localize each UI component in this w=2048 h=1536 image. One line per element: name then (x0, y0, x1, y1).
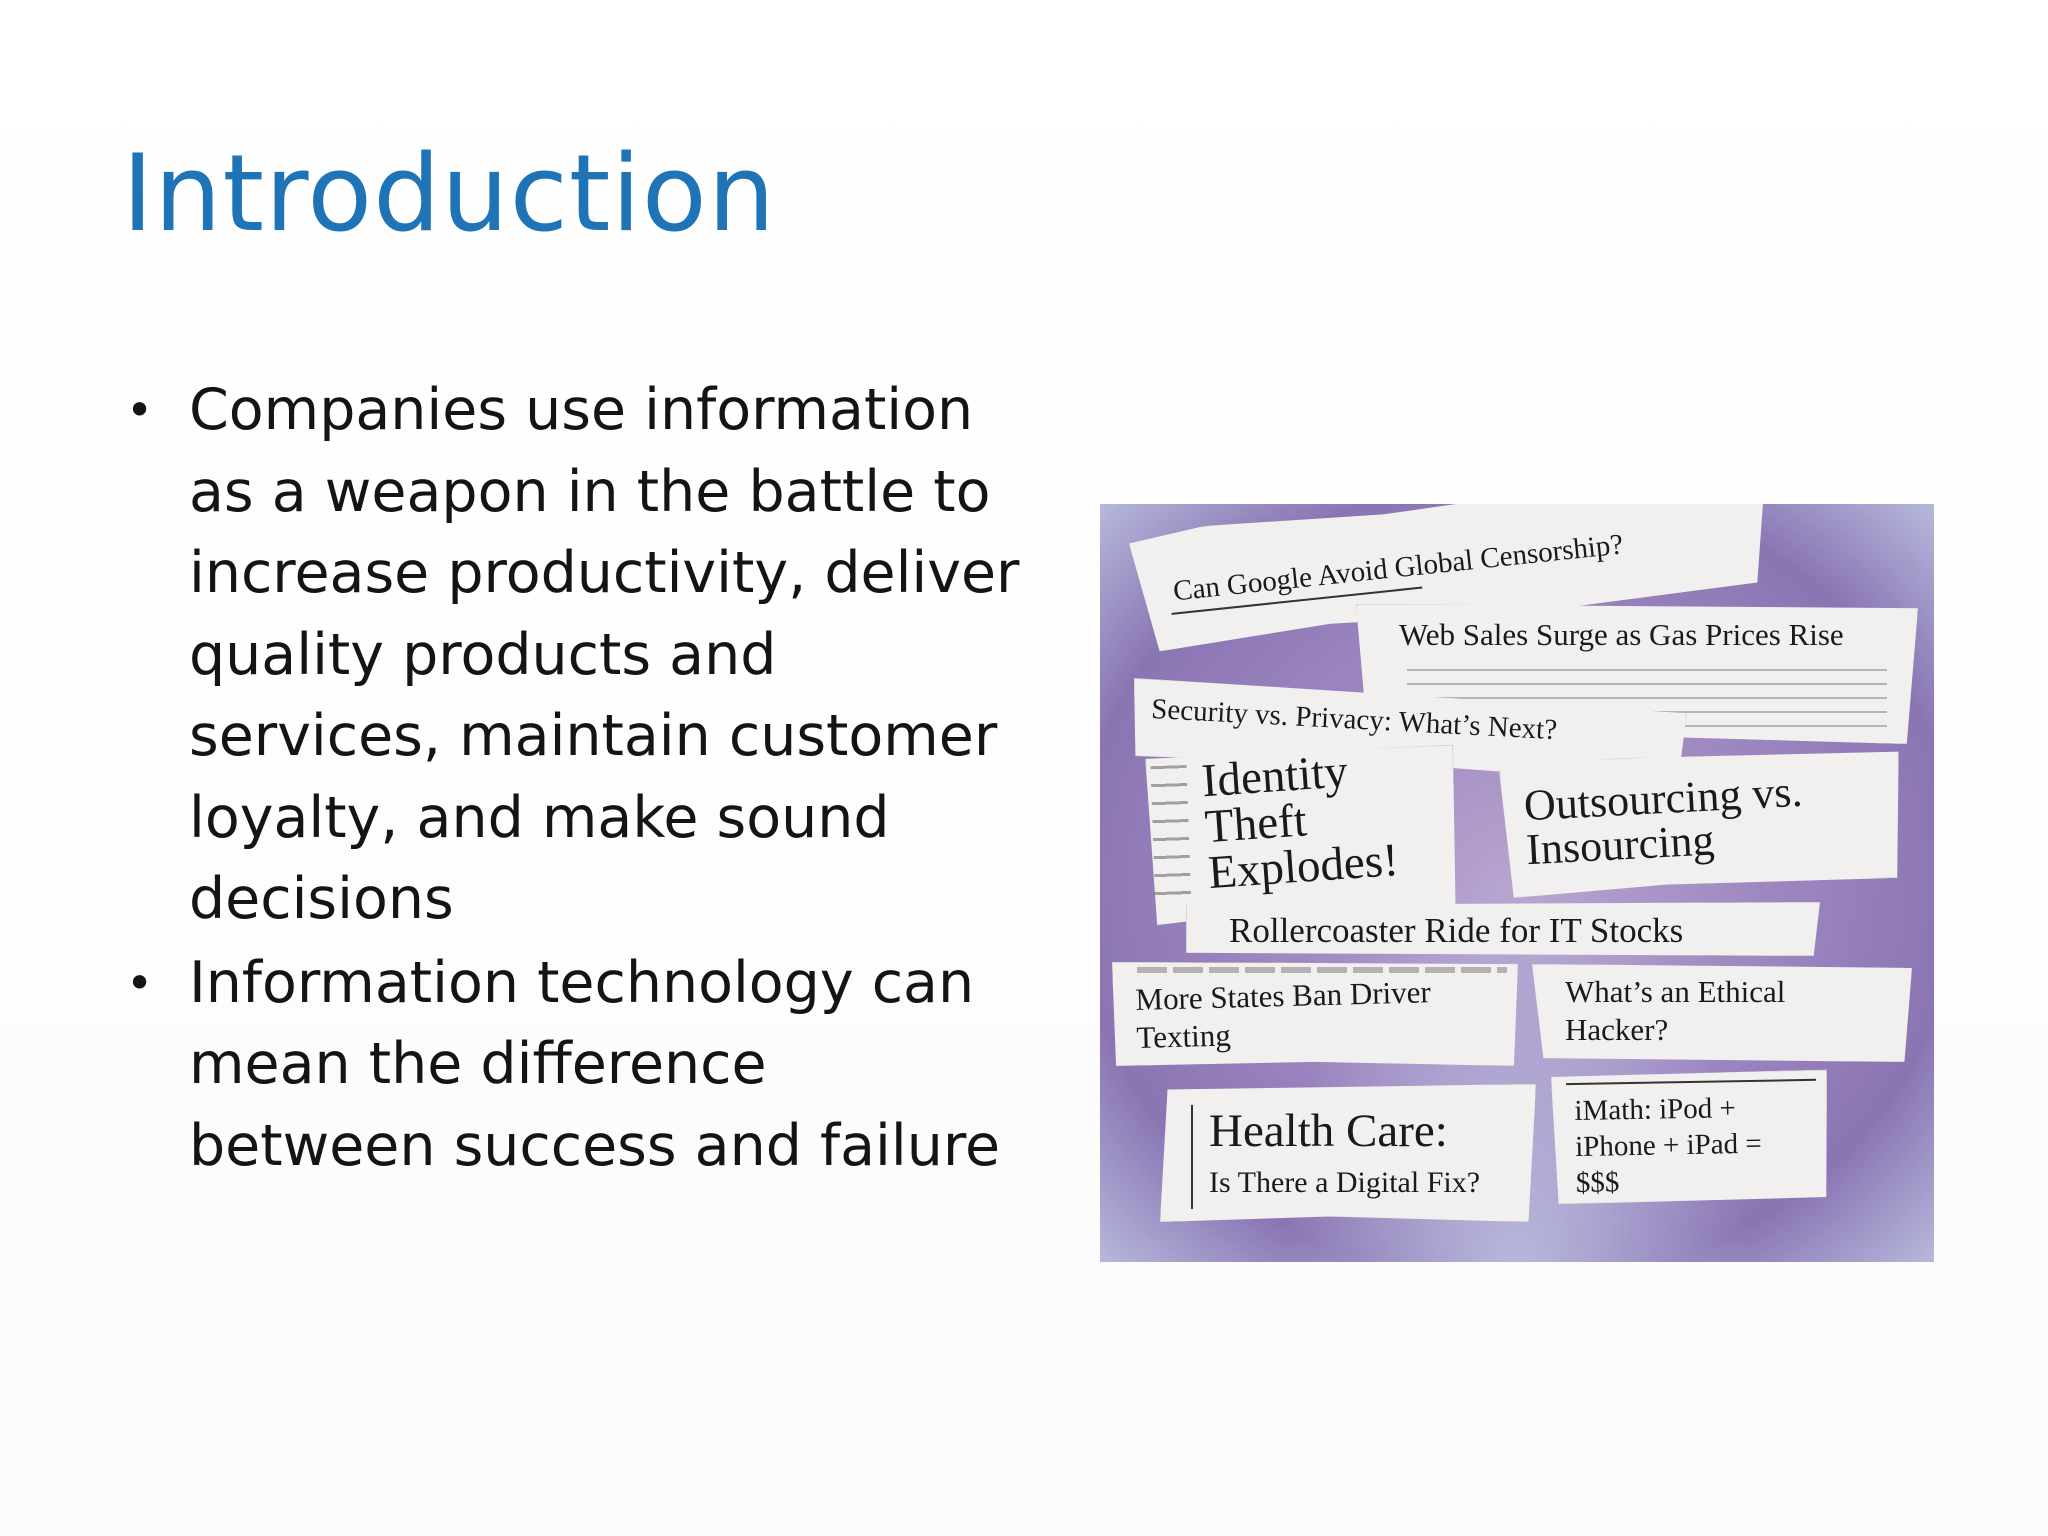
headline-clipping-hacker: What’s an Ethical Hacker? (1532, 964, 1912, 1062)
headline-text: Web Sales Surge as Gas Prices Rise (1399, 617, 1844, 652)
headline-clipping-texting: More States Ban Driver Texting (1112, 962, 1518, 1066)
headline-clipping-imath: iMath: iPod + iPhone + iPad = $$$ (1551, 1070, 1829, 1205)
small-print-lines (1137, 967, 1507, 973)
bullet-marker: • (126, 955, 154, 1010)
bullet-marker: • (126, 383, 154, 437)
small-print-lines (1151, 765, 1192, 906)
bullet-item: • Information technology can mean the di… (122, 943, 1022, 1188)
headline-clipping-health: Health Care: Is There a Digital Fix? (1160, 1084, 1536, 1222)
bullet-text: Companies use information as a weapon in… (189, 377, 1020, 932)
headline-text: Security vs. Privacy: What’s Next? (1150, 692, 1558, 747)
headline-text: iMath: iPod + iPhone + iPad = $$$ (1574, 1092, 1762, 1199)
headline-title: Health Care: (1209, 1105, 1448, 1157)
headline-text: Can Google Avoid Global Censorship? (1171, 528, 1625, 608)
headline-collage-image: Can Google Avoid Global Censorship? Web … (1100, 504, 1934, 1262)
headline-underline (1566, 1079, 1816, 1085)
headline-clipping-rollercoaster: Rollercoaster Ride for IT Stocks (1186, 902, 1820, 956)
bullet-item: • Companies use information as a weapon … (122, 370, 1022, 941)
headline-text: More States Ban Driver Texting (1135, 974, 1432, 1055)
headline-text: What’s an Ethical Hacker? (1565, 974, 1786, 1047)
headline-divider (1191, 1105, 1193, 1209)
bullet-list: • Companies use information as a weapon … (122, 370, 1022, 1189)
headline-clipping-identity: Identity Theft Explodes! (1145, 745, 1459, 926)
headline-text: Outsourcing vs. Insourcing (1522, 766, 1804, 875)
headline-text: Identity Theft Explodes! (1200, 745, 1401, 900)
slide-title: Introduction (122, 132, 776, 255)
headline-subtitle: Is There a Digital Fix? (1209, 1166, 1481, 1199)
bullet-text: Information technology can mean the diff… (189, 949, 1001, 1179)
headline-clipping-outsourcing: Outsourcing vs. Insourcing (1499, 744, 1905, 899)
headline-text: Rollercoaster Ride for IT Stocks (1229, 911, 1684, 950)
